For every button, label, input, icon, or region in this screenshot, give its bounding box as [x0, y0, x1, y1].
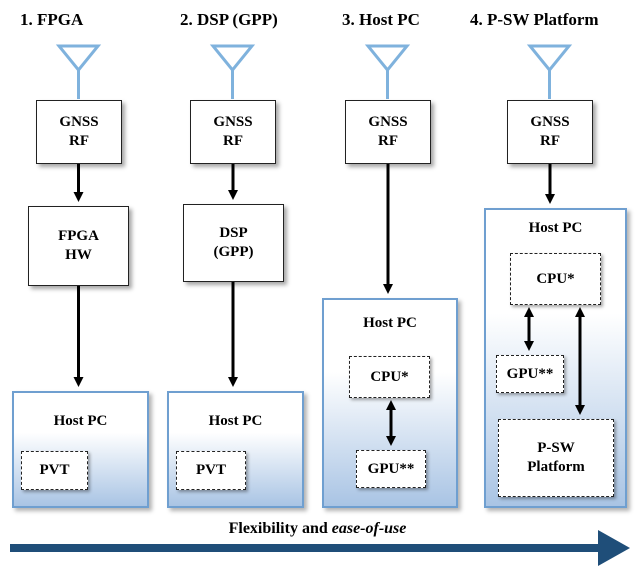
host-pc-label: Host PC	[528, 220, 583, 236]
rf-text: RF	[540, 133, 560, 149]
flexibility-text: Flexibility and	[228, 520, 332, 537]
column-title-fpga: 1. FPGA	[20, 10, 84, 29]
gnss-text: GNSS	[59, 114, 99, 130]
psw-platform-box: P-SW Platform	[498, 419, 614, 497]
platform-text: Platform	[527, 459, 585, 475]
fpga-hw-box: FPGA HW	[28, 206, 129, 286]
column-title-host-pc: 3. Host PC	[342, 10, 420, 29]
fpga-text: FPGA	[58, 228, 99, 244]
host-pc-label: Host PC	[363, 315, 417, 331]
rf-text: RF	[223, 133, 243, 149]
gnss-rf-box: GNSS RF	[345, 100, 431, 164]
gnss-text: GNSS	[213, 114, 253, 130]
dsp-text: DSP	[219, 225, 248, 241]
gnss-text: GNSS	[530, 114, 570, 130]
flexibility-label: Flexibility and ease-of-use	[0, 520, 635, 538]
antenna-icon	[364, 44, 411, 99]
gnss-rf-box: GNSS RF	[507, 100, 593, 164]
host-pc-label: Host PC	[208, 413, 263, 429]
host-pc-label: Host PC	[53, 413, 108, 429]
gpu-box: GPU**	[496, 355, 564, 393]
column-title-dsp: 2. DSP (GPP)	[180, 10, 278, 29]
hw-text: HW	[65, 247, 92, 263]
cpu-box: CPU*	[510, 253, 601, 305]
rf-text: RF	[69, 133, 89, 149]
pvt-box: PVT	[21, 451, 88, 490]
gpu-box: GPU**	[356, 450, 426, 488]
antenna-icon	[526, 44, 573, 99]
gnss-text: GNSS	[368, 114, 408, 130]
pvt-box: PVT	[176, 451, 246, 490]
dsp-gpp-box: DSP (GPP)	[183, 204, 284, 282]
cpu-box: CPU*	[349, 356, 430, 398]
antenna-icon	[55, 44, 102, 99]
ease-of-use-text: ease-of-use	[331, 520, 407, 537]
flexibility-arrow	[10, 530, 630, 566]
gpp-text: (GPP)	[213, 244, 254, 260]
antenna-icon	[209, 44, 256, 99]
gnss-rf-box: GNSS RF	[190, 100, 276, 164]
column-title-psw-platform: 4. P-SW Platform	[470, 10, 599, 29]
rf-text: RF	[378, 133, 398, 149]
gnss-rf-box: GNSS RF	[36, 100, 122, 164]
psw-text: P-SW	[537, 440, 575, 456]
